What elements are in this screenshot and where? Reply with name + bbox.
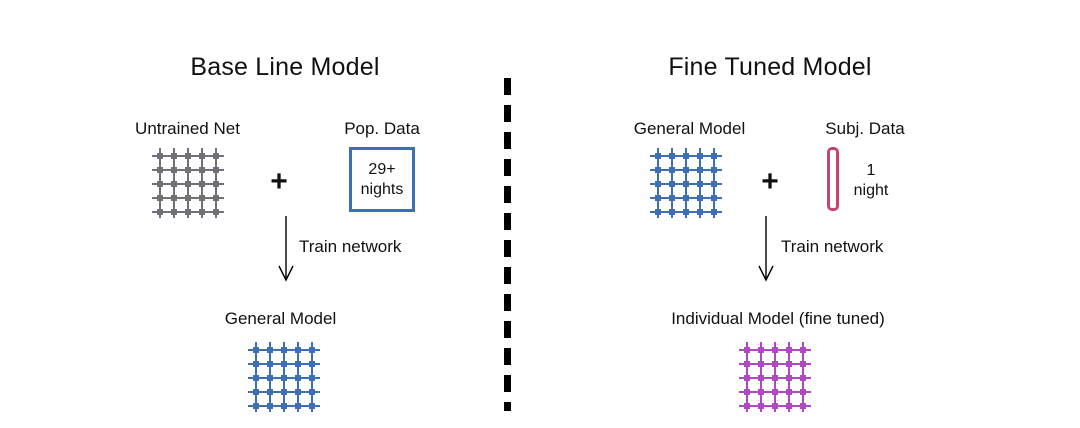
label-individual-model-output: Individual Model (fine tuned) [671,309,885,328]
label-pop-data: Pop. Data [344,119,420,138]
subj-data-line1: 1 [866,162,876,179]
train-network-label-finetuned: Train network [781,237,884,256]
network-grid-general-model-input [646,146,726,218]
network-grid-untrained [148,146,228,218]
train-network-label-baseline: Train network [299,237,402,256]
plus-operator-baseline: + [270,165,288,198]
plus-operator-finetuned: + [761,165,779,198]
network-grid-individual-model [735,340,815,412]
subj-data-line2: night [853,182,889,199]
network-grid-general-model [244,340,324,412]
label-general-model-output: General Model [224,309,337,328]
panel-title-baseline: Base Line Model [190,53,380,81]
label-general-model-input: General Model [633,119,746,138]
train-arrow-baseline [274,216,298,282]
pop-data-line2: nights [360,180,404,198]
subj-data-caption: 1 night [843,161,899,201]
panel-title-finetuned: Fine Tuned Model [668,53,872,81]
label-untrained-net: Untrained Net [135,119,240,138]
pop-data-box: 29+ nights [349,147,415,212]
pop-data-line1: 29+ [368,160,396,178]
subj-data-bar [827,147,839,211]
train-arrow-finetuned [754,216,778,282]
label-subj-data: Subj. Data [825,119,905,138]
panel-divider [504,78,511,411]
